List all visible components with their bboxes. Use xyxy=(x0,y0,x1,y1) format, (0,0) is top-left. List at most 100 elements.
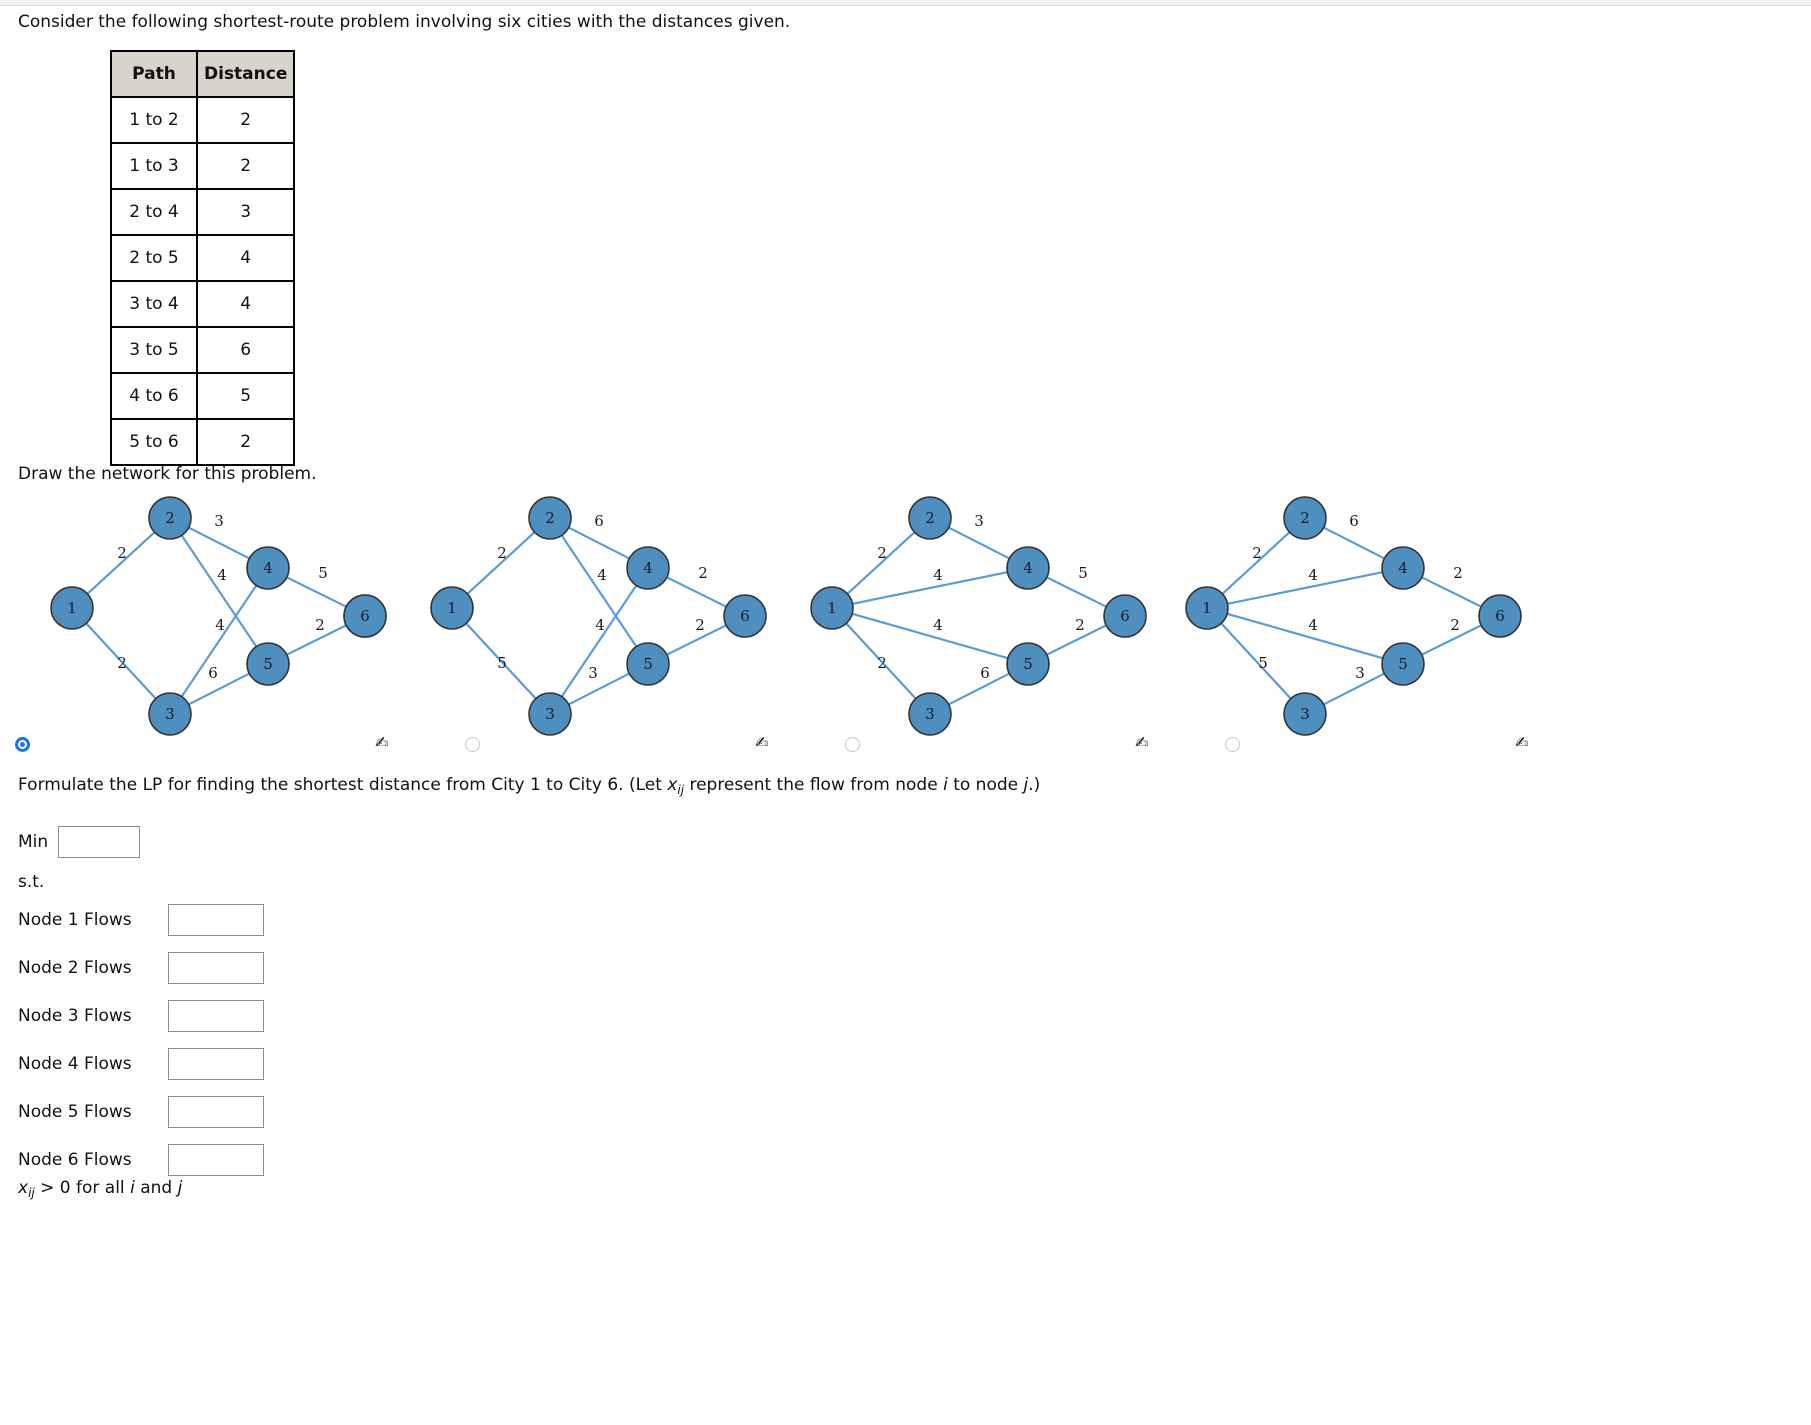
cell-distance: 4 xyxy=(195,234,296,282)
edge-weight-3-5: 3 xyxy=(588,664,598,682)
cell-path: 5 to 6 xyxy=(110,418,198,466)
nonneg-j: j xyxy=(177,1178,183,1198)
edge-weight-2-4: 3 xyxy=(974,512,984,530)
edge-weight-2-4: 6 xyxy=(1349,512,1359,530)
formulate-part3: to node xyxy=(947,775,1024,795)
edge-weight-4-6: 5 xyxy=(318,564,328,582)
node-circle-2 xyxy=(528,496,572,540)
cell-distance: 6 xyxy=(195,326,296,374)
edge-1-3 xyxy=(1220,622,1292,700)
edge-weight-1-3: 2 xyxy=(877,654,887,672)
network-diagram-option-a[interactable]: 223446521234566 xyxy=(20,490,400,750)
edge-weight-4-6: 2 xyxy=(698,564,708,582)
node-circle-2 xyxy=(908,496,952,540)
node-circle-1 xyxy=(810,586,854,630)
constraint-input-node-2[interactable] xyxy=(168,952,264,984)
edge-weight-3-5: 6 xyxy=(980,664,990,682)
node-circle-5 xyxy=(626,642,670,686)
edge-5-6 xyxy=(286,624,347,656)
edge-5-6 xyxy=(666,624,727,656)
cell-path: 3 to 5 xyxy=(110,326,198,374)
constraint-label-node-5: Node 5 Flows xyxy=(18,1102,132,1122)
node-circle-5 xyxy=(1006,642,1050,686)
edge-3-5 xyxy=(568,672,630,706)
formulate-part1: Formulate the LP for finding the shortes… xyxy=(18,775,668,795)
edge-weight-2-4: 6 xyxy=(594,512,604,530)
network-options-container: 2234465212345662564432212345622443652123… xyxy=(0,490,1811,760)
edge-2-4 xyxy=(948,526,1010,560)
edge-weight-5-6: 2 xyxy=(315,616,325,634)
node-label-5: 5 xyxy=(263,655,273,673)
node-circle-6 xyxy=(1478,594,1522,638)
edge-weight-1-5: 4 xyxy=(933,616,943,634)
edge-weight-1-4: 4 xyxy=(1308,566,1318,584)
browser-top-chrome xyxy=(0,0,1811,6)
constraint-input-node-3[interactable] xyxy=(168,1000,264,1032)
nonneg-rest: > 0 for all xyxy=(34,1178,131,1198)
node-circle-2 xyxy=(1283,496,1327,540)
min-objective-row: Min xyxy=(18,826,141,858)
edge-1-3 xyxy=(845,622,917,700)
edge-3-5 xyxy=(188,672,250,706)
constraint-row: Node 6 Flows xyxy=(18,1136,418,1184)
edge-4-6 xyxy=(286,576,347,608)
nonneg-and: and xyxy=(134,1178,178,1198)
node-circle-2 xyxy=(148,496,192,540)
edge-weight-1-2: 2 xyxy=(1252,544,1262,562)
edge-weight-1-4: 4 xyxy=(933,566,943,584)
constraint-input-node-6[interactable] xyxy=(168,1144,264,1176)
network-graph-option-a: 223446521234566 xyxy=(50,496,387,736)
min-objective-input[interactable] xyxy=(58,826,141,858)
node-label-4: 4 xyxy=(1023,559,1033,577)
pointer-cursor-icon-3: ✍ xyxy=(1135,733,1149,752)
cell-path: 2 to 5 xyxy=(110,234,198,282)
node-circle-6 xyxy=(723,594,767,638)
node-circle-4 xyxy=(1381,546,1425,590)
edge-1-5 xyxy=(1226,612,1384,660)
node-label-5: 5 xyxy=(643,655,653,673)
edge-5-6 xyxy=(1421,624,1482,656)
formulate-part4: .) xyxy=(1028,775,1041,795)
formulate-node-j: j xyxy=(1023,775,1029,795)
node-label-5: 5 xyxy=(1398,655,1408,673)
cell-distance: 4 xyxy=(195,280,296,328)
cell-path: 2 to 4 xyxy=(110,188,198,236)
constraint-label-node-6: Node 6 Flows xyxy=(18,1150,132,1170)
edge-weight-3-4: 4 xyxy=(595,616,605,634)
node-circle-1 xyxy=(50,586,94,630)
edge-weight-2-4: 3 xyxy=(214,512,224,530)
radio-option-d[interactable] xyxy=(1225,737,1240,752)
constraint-label-node-4: Node 4 Flows xyxy=(18,1054,132,1074)
constraint-input-node-5[interactable] xyxy=(168,1096,264,1128)
radio-option-c[interactable] xyxy=(845,737,860,752)
constraint-input-node-4[interactable] xyxy=(168,1048,264,1080)
cell-distance: 2 xyxy=(195,96,296,144)
edge-1-3 xyxy=(85,622,157,700)
edge-1-2 xyxy=(466,531,536,595)
node-label-4: 4 xyxy=(263,559,273,577)
node-label-5: 5 xyxy=(1023,655,1033,673)
edge-weight-3-5: 6 xyxy=(208,664,218,682)
edge-weight-3-4: 4 xyxy=(215,616,225,634)
edge-1-4 xyxy=(1227,571,1383,605)
radio-option-a[interactable] xyxy=(15,737,30,752)
edge-weight-1-3: 5 xyxy=(497,654,507,672)
edge-3-5 xyxy=(1323,672,1385,706)
constraint-input-node-1[interactable] xyxy=(168,904,264,936)
cell-path: 1 to 2 xyxy=(110,96,198,144)
nonneg-i: i xyxy=(130,1178,135,1198)
node-circle-3 xyxy=(528,692,572,736)
radio-option-b[interactable] xyxy=(465,737,480,752)
edge-1-4 xyxy=(852,571,1008,605)
node-label-1: 1 xyxy=(447,599,457,617)
